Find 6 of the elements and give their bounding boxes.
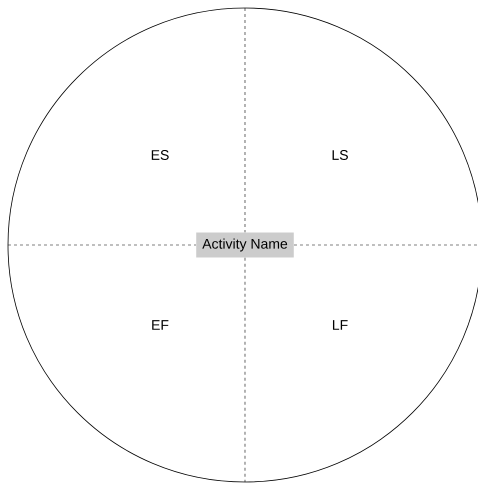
quadrant-label: EF — [152, 320, 168, 330]
quadrant-label: ES — [152, 150, 169, 160]
quadrant-label: LF — [332, 320, 348, 330]
label-box: Activity Name — [196, 232, 294, 258]
quadrant-label: LS — [332, 150, 348, 160]
circle-outline — [8, 8, 478, 482]
